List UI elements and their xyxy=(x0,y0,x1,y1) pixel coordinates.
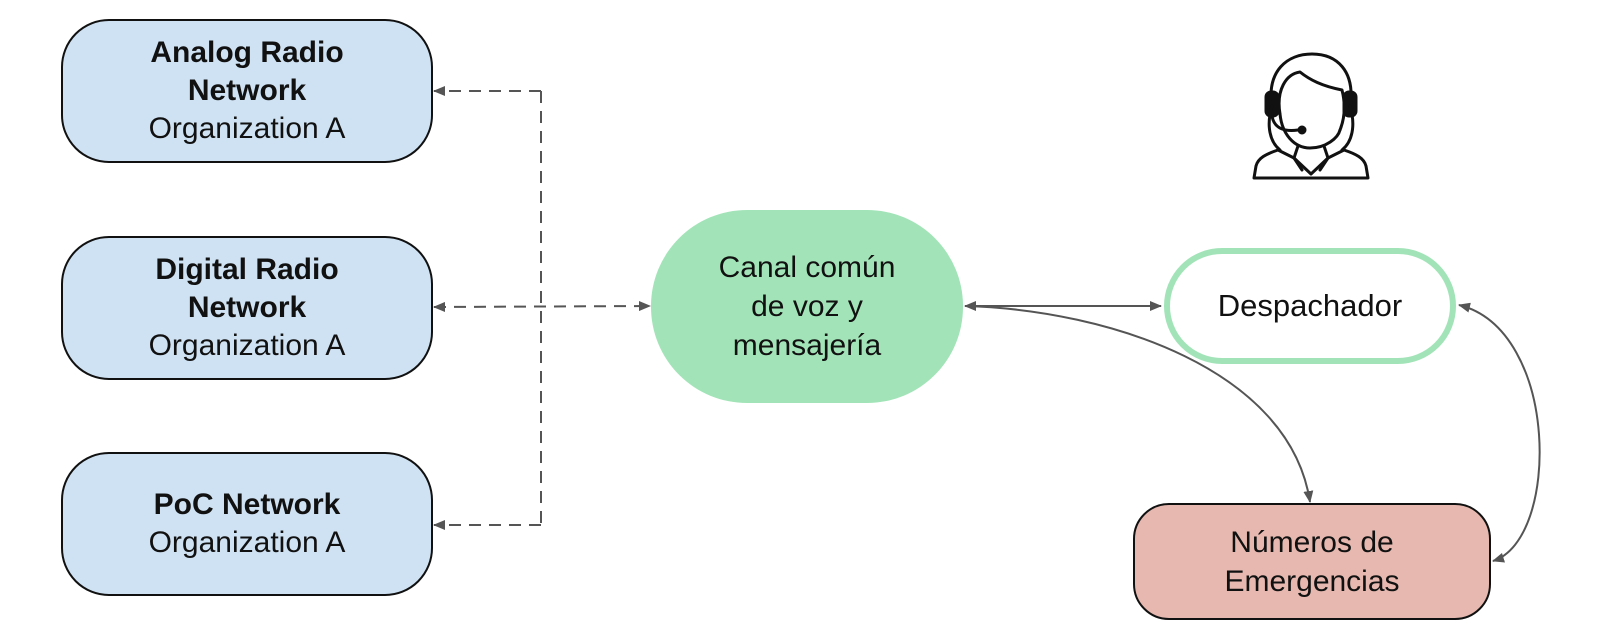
network-organization: Organization A xyxy=(148,329,346,362)
network-name-line2: Network xyxy=(187,291,307,324)
emergency-label-line1: Números de xyxy=(1230,525,1394,559)
solid-connectors xyxy=(964,301,1541,563)
connector-despachador-emergencias xyxy=(1458,302,1541,563)
dispatcher-node: Despachador xyxy=(1164,248,1456,364)
common-channel-node: Canal común de voz y mensajería xyxy=(651,210,963,403)
network-organization: Organization A xyxy=(148,112,346,145)
channel-label-line2: de voz y xyxy=(751,290,863,323)
network-organization: Organization A xyxy=(148,526,346,559)
network-node-analog-radio: Analog Radio Network Organization A xyxy=(61,19,433,163)
dashed-connectors xyxy=(433,86,651,530)
connector-canal-digital xyxy=(433,301,651,312)
connector-canal-emergencias xyxy=(964,305,1314,503)
network-name-line1: Digital Radio xyxy=(155,253,339,286)
channel-label-line1: Canal común xyxy=(718,251,896,284)
network-node-poc: PoC Network Organization A xyxy=(61,452,433,596)
network-node-digital-radio: Digital Radio Network Organization A xyxy=(61,236,433,380)
network-name-line1: Analog Radio xyxy=(150,36,344,69)
network-name-line2: Network xyxy=(187,74,307,107)
channel-label-line3: mensajería xyxy=(732,329,882,362)
headset-operator-icon xyxy=(1252,52,1370,180)
network-name-line1: PoC Network xyxy=(153,488,341,521)
dispatcher-label: Despachador xyxy=(1217,288,1403,323)
emergency-numbers-node: Números de Emergencias xyxy=(1133,503,1491,620)
emergency-label-line2: Emergencias xyxy=(1224,564,1400,598)
